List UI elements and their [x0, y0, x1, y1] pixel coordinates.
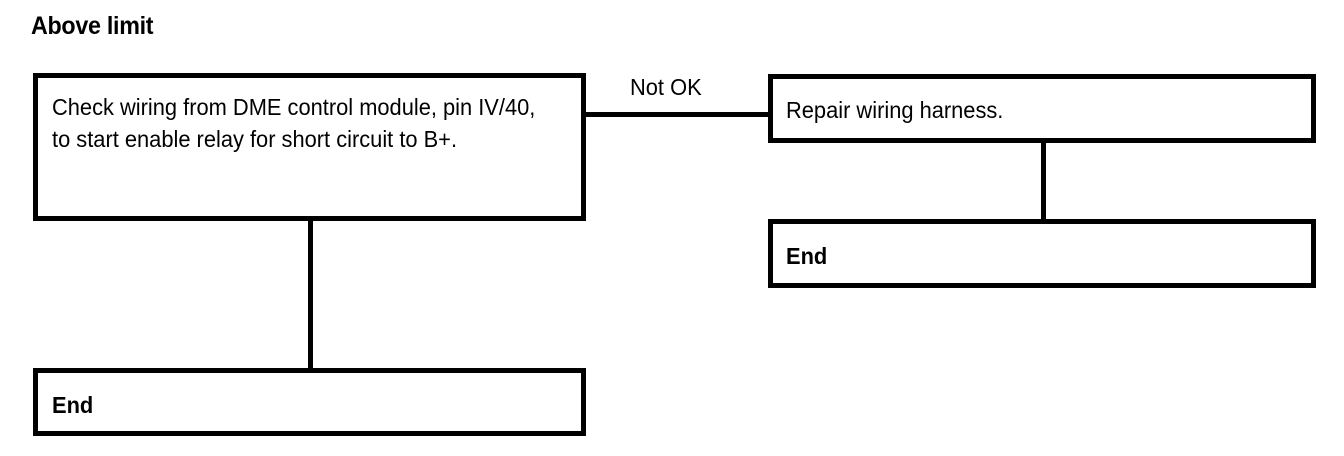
node-end-left-label: End — [52, 392, 94, 418]
node-check-wiring — [33, 73, 586, 221]
node-repair-wiring-harness-label: Repair wiring harness. — [786, 97, 1004, 123]
node-end-right-label: End — [786, 243, 828, 269]
node-end-right — [768, 219, 1316, 288]
node-end-left — [33, 368, 586, 436]
connector-check-to-end-left — [308, 216, 313, 372]
node-check-wiring-label: Check wiring from DME control module, pi… — [52, 94, 536, 152]
connector-check-to-repair — [583, 112, 771, 117]
edge-label-not-ok: Not OK — [630, 74, 702, 100]
node-repair-wiring-harness — [768, 74, 1316, 143]
connector-repair-to-end-right — [1041, 139, 1046, 223]
page-title: Above limit — [31, 12, 154, 40]
